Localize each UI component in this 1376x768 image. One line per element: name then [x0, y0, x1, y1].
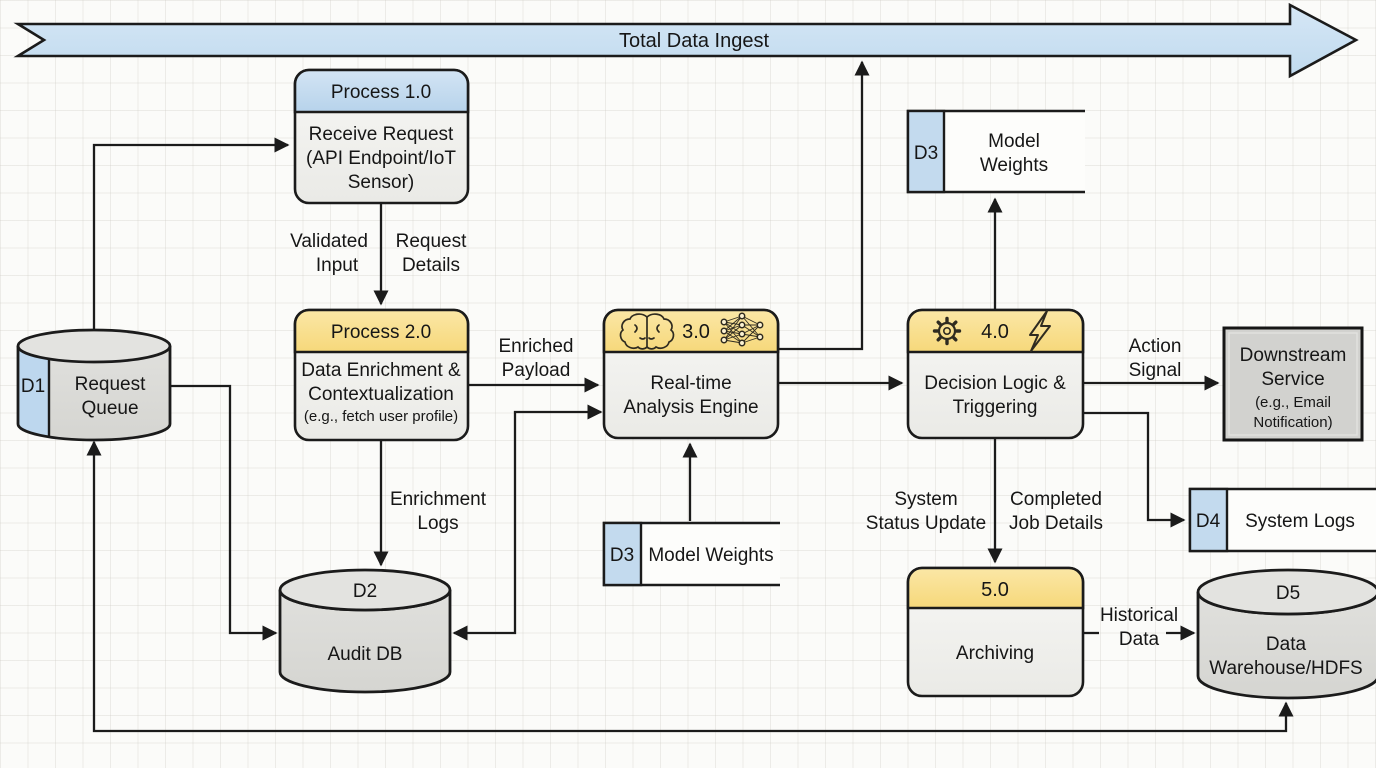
- flow-label: System: [894, 489, 957, 510]
- flow-label: Payload: [502, 360, 571, 381]
- process-3-line: Real-time: [650, 373, 731, 394]
- process-4-node[interactable]: 4.0 Decision Logic & Triggering: [906, 308, 1085, 440]
- process-5-node[interactable]: 5.0 Archiving: [906, 566, 1085, 698]
- d5-label: Data: [1266, 634, 1307, 655]
- flow-label: Status Update: [866, 513, 986, 534]
- process-1-line: Sensor): [348, 172, 415, 193]
- flow-label: Validated: [290, 231, 368, 252]
- d2-cylinder-top: [278, 568, 452, 612]
- process-1-line: (API Endpoint/IoT: [306, 148, 456, 169]
- d3-top-tag: D3: [914, 143, 938, 164]
- process-2-node[interactable]: Process 2.0 Data Enrichment & Contextual…: [293, 308, 470, 442]
- lightning-bolt-icon: [1029, 310, 1051, 352]
- d1-cylinder-top: [16, 328, 172, 364]
- datastore-d4-system-logs[interactable]: D4 System Logs: [1188, 487, 1376, 553]
- d3-mid-tag: D3: [610, 545, 634, 566]
- flow-p3-d2-bidirectional[interactable]: [452, 404, 603, 641]
- d5-tag: D5: [1276, 583, 1300, 604]
- entity-downstream-service[interactable]: Downstream Service (e.g., Email Notifica…: [1222, 326, 1364, 442]
- banner-label: Total Data Ingest: [619, 30, 770, 52]
- total-data-ingest-banner[interactable]: Total Data Ingest: [13, 2, 1359, 79]
- flow-label: Signal: [1129, 360, 1182, 381]
- flow-label: Completed: [1010, 489, 1102, 510]
- banner-arrow-shape: [13, 2, 1359, 79]
- process-1-node[interactable]: Process 1.0 Receive Request (API Endpoin…: [293, 68, 470, 205]
- datastore-d3-model-weights-top[interactable]: D3 Model Weights: [906, 109, 1085, 194]
- d5-label: Warehouse/HDFS: [1209, 658, 1362, 679]
- flow-labels: Validated Input Request Details Enriched…: [290, 231, 1181, 650]
- process-4-line: Decision Logic &: [924, 373, 1066, 394]
- process-1-header: [293, 68, 470, 114]
- d2-tag: D2: [353, 581, 377, 602]
- flow-connectors: [86, 60, 1294, 733]
- d4-tag-box: [1188, 487, 1229, 553]
- flow-label: Enrichment: [390, 489, 487, 510]
- downstream-label: Downstream: [1240, 345, 1347, 366]
- downstream-box-bevel: [1228, 332, 1358, 436]
- d1-label: Request: [75, 374, 146, 395]
- process-2-note: (e.g., fetch user profile): [304, 408, 458, 425]
- process-2-title: Process 2.0: [331, 322, 431, 343]
- flow-label: Historical: [1100, 605, 1178, 626]
- neural-network-icon: [720, 312, 764, 347]
- process-4-number: 4.0: [981, 321, 1009, 343]
- downstream-box: [1222, 326, 1364, 442]
- d4-label: System Logs: [1245, 511, 1355, 532]
- gear-icon: [932, 316, 962, 346]
- d2-label: Audit DB: [328, 644, 403, 665]
- process-4-line: Triggering: [953, 397, 1038, 418]
- d3-mid-tag-box: [602, 521, 643, 587]
- process-1-line: Receive Request: [309, 124, 454, 145]
- process-2-header: [293, 308, 470, 354]
- process-3-node[interactable]: 3.0 Real-time Analysis Engine: [602, 308, 780, 440]
- d3-top-tag-box: [906, 109, 946, 194]
- process-3-number: 3.0: [682, 321, 710, 343]
- flow-d1-to-d2[interactable]: [170, 384, 278, 641]
- downstream-note: (e.g., Email: [1255, 394, 1331, 411]
- d3-mid-label: Model Weights: [648, 545, 773, 566]
- flow-label: Action: [1129, 336, 1182, 357]
- d4-tag: D4: [1196, 511, 1221, 532]
- flow-label: Input: [316, 255, 359, 276]
- flow-d1-d5-bottom-loop[interactable]: [86, 440, 1294, 733]
- flow-p3-to-banner[interactable]: [778, 60, 870, 351]
- downstream-label: Service: [1261, 369, 1324, 390]
- flow-label: Data: [1119, 629, 1160, 650]
- datastore-d5-data-warehouse[interactable]: D5 Data Warehouse/HDFS: [1196, 568, 1376, 700]
- flow-d1-to-p1[interactable]: [92, 137, 290, 329]
- process-5-number: 5.0: [981, 579, 1009, 601]
- d1-tag-stripe: [18, 346, 49, 440]
- flow-label: Job Details: [1009, 513, 1103, 534]
- flow-label: Request: [396, 231, 467, 252]
- brain-icon: [619, 313, 675, 350]
- d3-top-label: Weights: [980, 155, 1048, 176]
- d1-tag: D1: [21, 376, 45, 397]
- process-5-line: Archiving: [956, 643, 1034, 664]
- datastore-d3-model-weights-mid[interactable]: D3 Model Weights: [602, 521, 780, 587]
- downstream-note: Notification): [1253, 414, 1332, 431]
- flow-label: Logs: [417, 513, 458, 534]
- process-3-line: Analysis Engine: [623, 397, 758, 418]
- d3-top-label: Model: [988, 131, 1040, 152]
- d1-cylinder-outline: [16, 346, 172, 442]
- flow-label: Enriched: [499, 336, 574, 357]
- d1-cylinder-body: [18, 346, 170, 440]
- d5-cylinder-top: [1196, 568, 1376, 616]
- datastore-d1-request-queue[interactable]: D1 Request Queue: [16, 328, 172, 442]
- process-5-header: [906, 566, 1085, 610]
- d1-label: Queue: [81, 398, 138, 419]
- process-1-title: Process 1.0: [331, 82, 431, 103]
- process-2-line: Data Enrichment &: [301, 360, 461, 381]
- datastore-d2-audit-db[interactable]: D2 Audit DB: [278, 568, 452, 694]
- process-2-line: Contextualization: [308, 384, 454, 405]
- flow-label: Details: [402, 255, 460, 276]
